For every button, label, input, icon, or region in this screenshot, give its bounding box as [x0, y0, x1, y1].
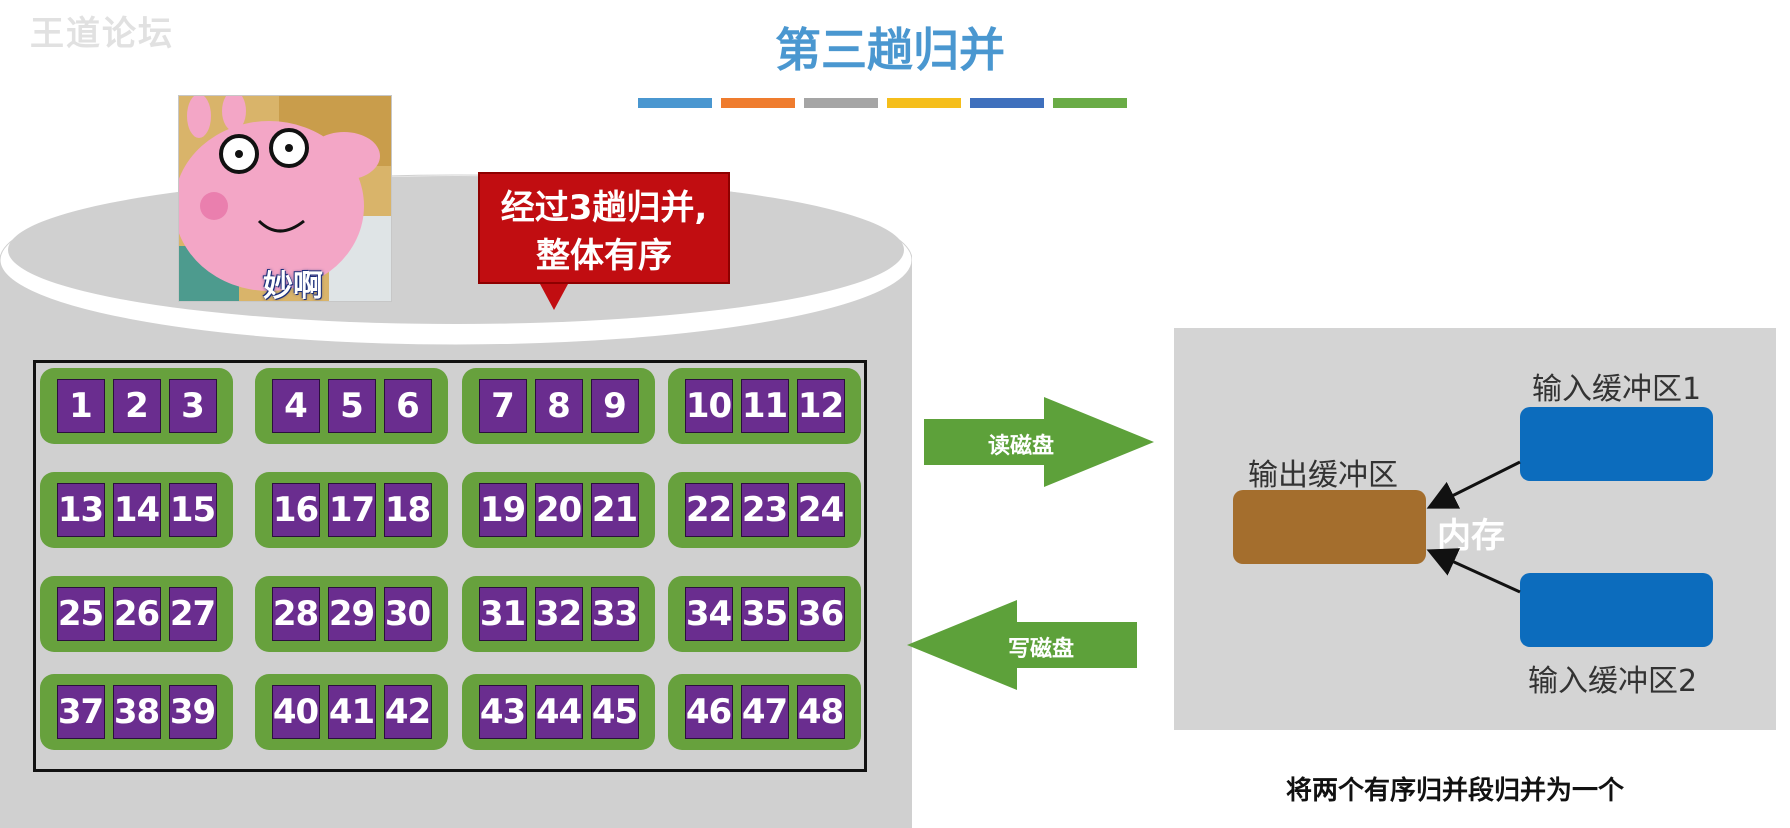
record-cell: 4 — [271, 379, 320, 433]
record-cell: 2 — [112, 379, 161, 433]
color-strip-segment — [638, 98, 712, 108]
callout-line-2: 整体有序 — [536, 236, 672, 276]
record-cell: 3 — [168, 379, 217, 433]
record-cell: 25 — [56, 587, 105, 641]
record-cell: 9 — [590, 379, 639, 433]
meme-image: 妙啊 — [178, 95, 392, 302]
color-strip — [638, 98, 1136, 108]
record-cell: 15 — [168, 483, 217, 537]
record-cell: 28 — [271, 587, 320, 641]
input-buffer-1-label: 输入缓冲区1 — [1532, 372, 1702, 407]
callout-tail — [540, 284, 568, 310]
record-cell: 42 — [383, 685, 432, 739]
record-cell: 24 — [796, 483, 845, 537]
record-cell: 12 — [796, 379, 845, 433]
record-cell: 33 — [590, 587, 639, 641]
record-cell: 10 — [684, 379, 733, 433]
record-cell: 38 — [112, 685, 161, 739]
record-cell: 35 — [740, 587, 789, 641]
callout-box: 经过3趟归并, 整体有序 — [478, 172, 730, 284]
record-cell: 22 — [684, 483, 733, 537]
footer-note: 将两个有序归并段归并为一个 — [1286, 776, 1625, 806]
record-cell: 17 — [327, 483, 376, 537]
record-cell: 8 — [534, 379, 583, 433]
meme-caption: 妙啊 — [263, 269, 323, 302]
record-cell: 31 — [478, 587, 527, 641]
read-disk-arrow — [924, 397, 1154, 487]
color-strip-segment — [804, 98, 878, 108]
record-cell: 26 — [112, 587, 161, 641]
watermark: 王道论坛 — [30, 14, 174, 54]
callout-line-1: 经过3趟归并, — [500, 188, 708, 228]
input-buffer-2-label: 输入缓冲区2 — [1528, 664, 1698, 699]
record-cell: 29 — [327, 587, 376, 641]
arrow-input1-to-output — [1426, 460, 1521, 509]
record-cell: 43 — [478, 685, 527, 739]
record-cell: 47 — [740, 685, 789, 739]
color-strip-segment — [970, 98, 1044, 108]
color-strip-segment — [887, 98, 961, 108]
record-cell: 40 — [271, 685, 320, 739]
record-cell: 37 — [56, 685, 105, 739]
record-cell: 32 — [534, 587, 583, 641]
color-strip-segment — [721, 98, 795, 108]
record-cell: 13 — [56, 483, 105, 537]
record-cell: 39 — [168, 685, 217, 739]
record-cell: 5 — [327, 379, 376, 433]
color-strip-segment — [1053, 98, 1127, 108]
record-cell: 6 — [383, 379, 432, 433]
record-cell: 7 — [478, 379, 527, 433]
pig-illustration — [179, 96, 391, 301]
record-cell: 41 — [327, 685, 376, 739]
record-cell: 44 — [534, 685, 583, 739]
record-cell: 23 — [740, 483, 789, 537]
record-cell: 27 — [168, 587, 217, 641]
record-cell: 11 — [740, 379, 789, 433]
record-cell: 30 — [383, 587, 432, 641]
write-disk-label: 写磁盘 — [1008, 637, 1075, 662]
file-frame — [33, 360, 867, 772]
record-cell: 45 — [590, 685, 639, 739]
output-buffer-label: 输出缓冲区 — [1248, 458, 1398, 493]
page-title: 第三趟归并 — [775, 23, 1005, 77]
record-cell: 18 — [383, 483, 432, 537]
record-cell: 21 — [590, 483, 639, 537]
record-cell: 20 — [534, 483, 583, 537]
record-cell: 14 — [112, 483, 161, 537]
write-disk-arrow — [907, 600, 1137, 690]
record-cell: 36 — [796, 587, 845, 641]
input-buffer-1 — [1520, 407, 1713, 481]
record-cell: 34 — [684, 587, 733, 641]
input-buffer-2 — [1520, 573, 1713, 647]
read-disk-label: 读磁盘 — [988, 434, 1055, 459]
record-cell: 1 — [56, 379, 105, 433]
record-cell: 48 — [796, 685, 845, 739]
record-cell: 19 — [478, 483, 527, 537]
record-cell: 16 — [271, 483, 320, 537]
output-buffer — [1233, 490, 1426, 564]
arrow-input2-to-output — [1426, 548, 1521, 594]
record-cell: 46 — [684, 685, 733, 739]
